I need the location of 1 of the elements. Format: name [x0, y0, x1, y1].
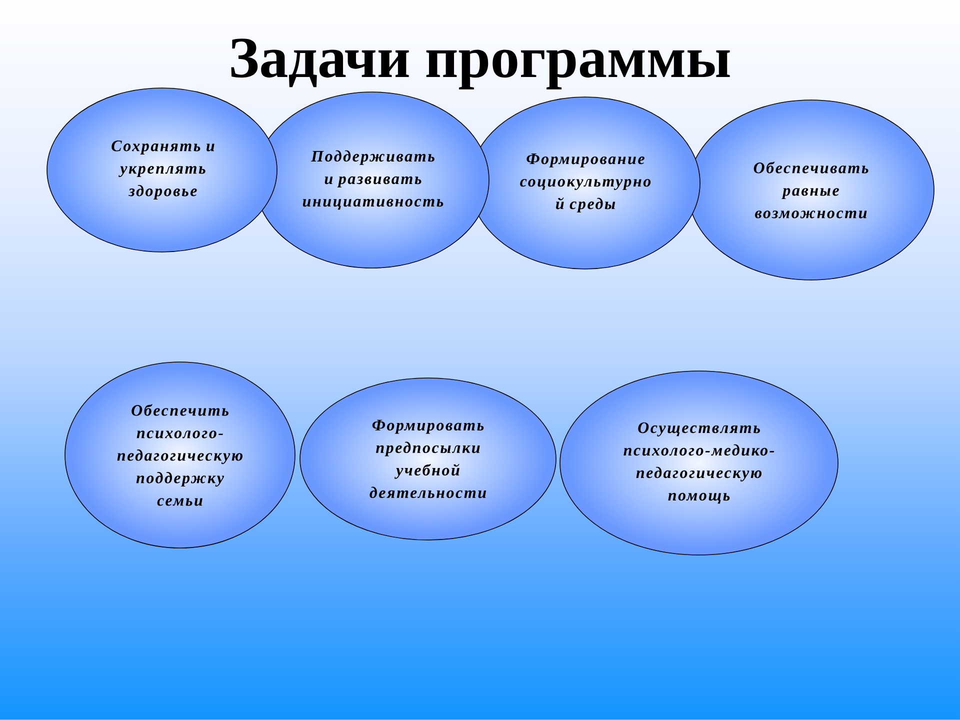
title: Задачи программы [231, 38, 730, 90]
